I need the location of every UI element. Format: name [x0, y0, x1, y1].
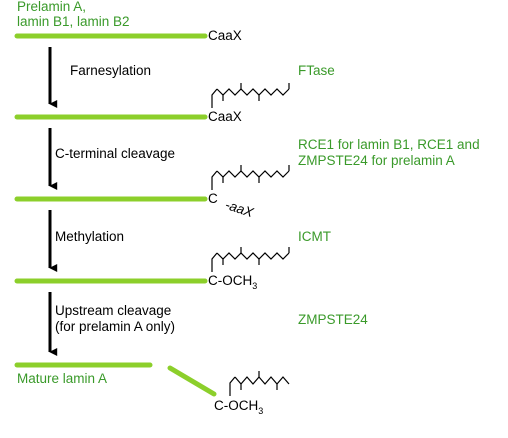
enzyme-label-ftase: FTase: [298, 63, 335, 78]
c-och3-label-5-subscript: 3: [258, 406, 264, 416]
step-label-upstream-cleavage: Upstream cleavage (for prelamin A only): [55, 303, 175, 335]
farnesyl-group-3: [211, 165, 290, 190]
step-label-c-terminal-cleavage: C-terminal cleavage: [55, 146, 176, 161]
substrate-label-line-1: Prelamin A,: [17, 0, 87, 14]
step-label-methylation: Methylation: [55, 229, 125, 244]
cleaved-peptide-rod: [167, 365, 217, 397]
caax-label-1: CaaX: [208, 28, 242, 43]
substrate-label-line-2: lamin B1, lamin B2: [17, 14, 130, 29]
c-och3-label-4: C-OCH3: [208, 273, 258, 291]
c-och3-label-4-main: C-OCH: [208, 273, 253, 288]
c-label-3: C: [208, 191, 218, 206]
enzyme-label-zmpste24: ZMPSTE24: [298, 312, 368, 327]
enzyme-label-rce1-zmpste24: RCE1 for lamin B1, RCE1 and ZMPSTE24 for…: [298, 137, 480, 169]
c-och3-label-5: C-OCH3: [214, 398, 264, 416]
caax-label-2: CaaX: [208, 109, 242, 124]
farnesyl-group-4: [211, 247, 290, 272]
step-label-upstream-line-1: Upstream cleavage: [55, 303, 172, 318]
c-och3-label-4-subscript: 3: [252, 281, 258, 291]
farnesyl-group-5: [229, 371, 290, 396]
substrate-label: Prelamin A, lamin B1, lamin B2: [17, 0, 130, 29]
step-label-farnesylation: Farnesylation: [70, 63, 152, 78]
farnesyl-group-2: [211, 83, 290, 108]
mature-lamin-label: Mature lamin A: [17, 371, 108, 386]
enzyme-label-icmt: ICMT: [298, 229, 331, 244]
step-label-upstream-line-2: (for prelamin A only): [55, 319, 176, 334]
c-och3-label-5-main: C-OCH: [214, 398, 259, 413]
enzyme-label-rce1-line-1: RCE1 for lamin B1, RCE1 and: [298, 137, 480, 152]
enzyme-label-rce1-line-2: ZMPSTE24 for prelamin A: [298, 153, 455, 168]
